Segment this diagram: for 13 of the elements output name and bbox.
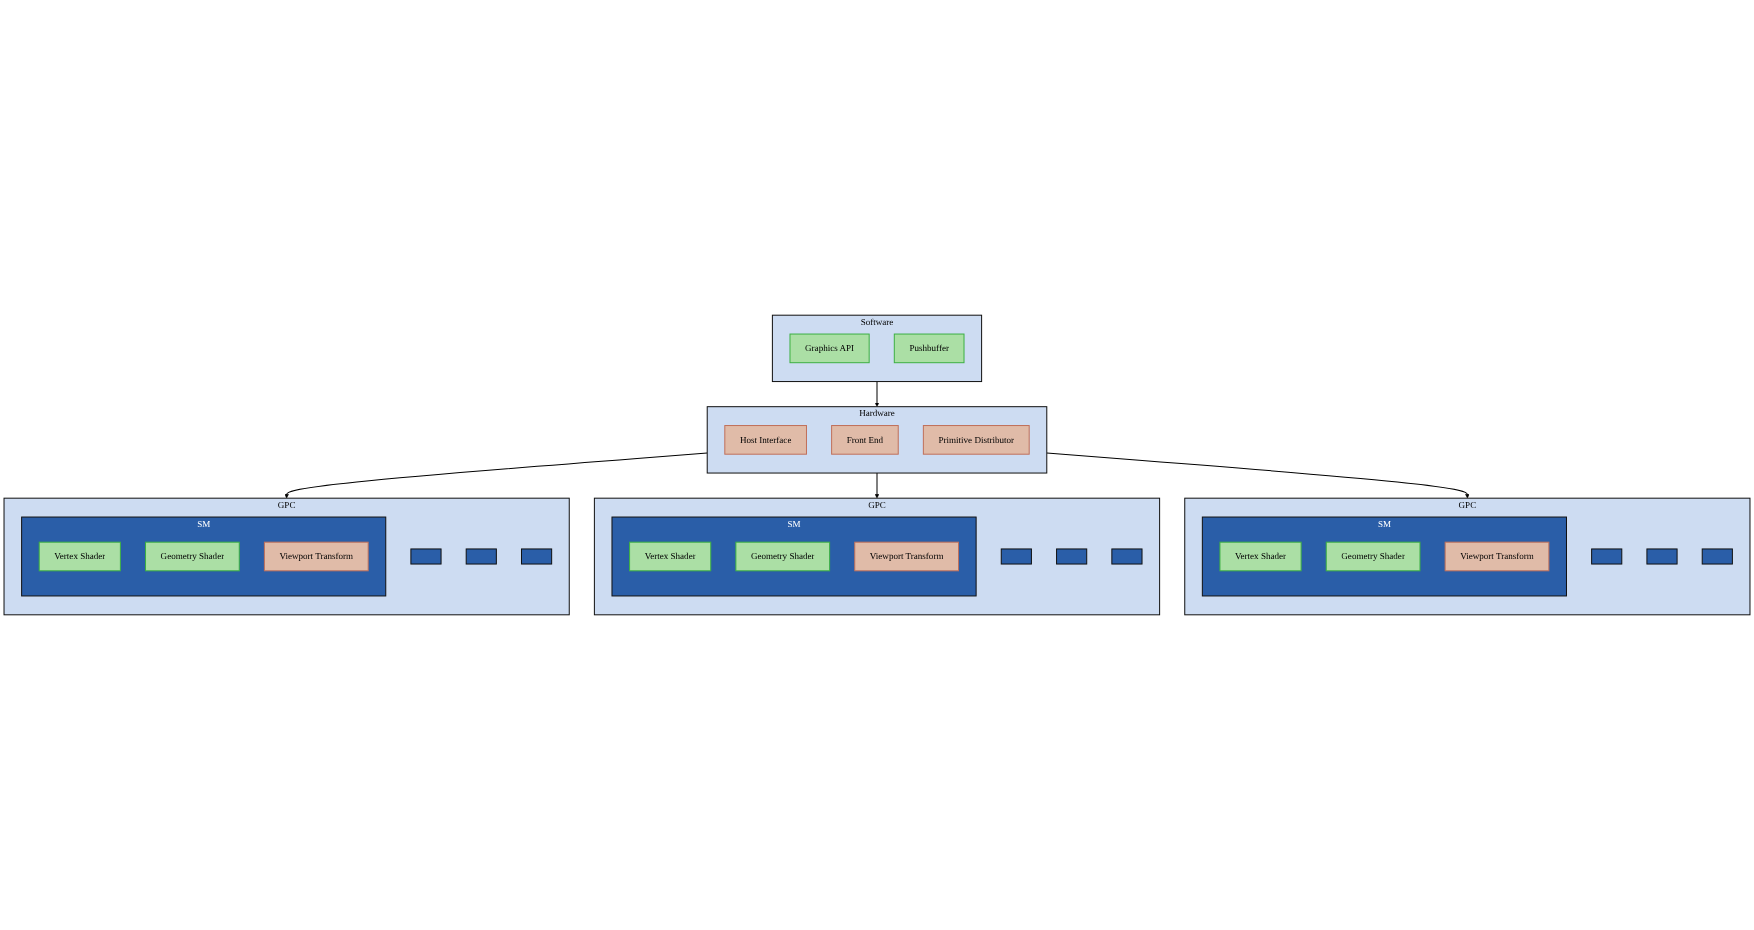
arrow	[284, 452, 708, 499]
node-box	[1701, 548, 1733, 565]
node-box	[1111, 548, 1143, 565]
node-box	[1591, 548, 1623, 565]
node-box	[1646, 548, 1678, 565]
arrow	[874, 381, 880, 407]
node-box	[1056, 548, 1088, 565]
node-box	[1000, 548, 1032, 565]
node-box	[410, 548, 442, 565]
arrow	[1046, 452, 1470, 499]
node-box	[521, 548, 553, 565]
node-box	[465, 548, 497, 565]
arrow	[874, 472, 880, 499]
